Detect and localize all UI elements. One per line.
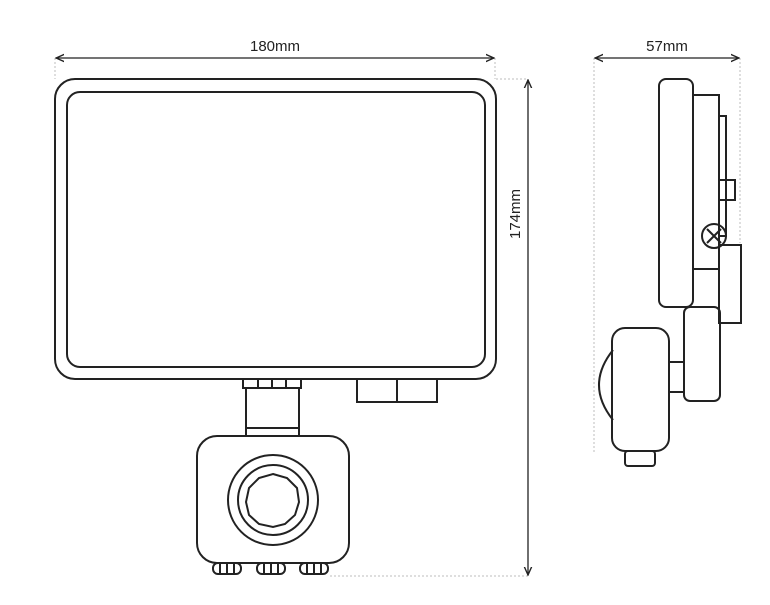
adjustment-knobs	[212, 562, 329, 575]
floodlight-lens	[66, 91, 486, 368]
pir-sensor-module	[196, 435, 350, 564]
floodlight-housing	[54, 78, 497, 380]
junction-box	[356, 378, 438, 403]
side-view	[598, 78, 742, 467]
sensor-inner-ring	[237, 464, 309, 536]
height-label: 174mm	[507, 189, 524, 239]
depth-label: 57mm	[646, 38, 688, 55]
width-label: 180mm	[250, 38, 300, 55]
front-view	[54, 78, 497, 575]
pivot-screw	[701, 223, 727, 249]
mounting-bracket	[242, 378, 302, 437]
side-bracket	[683, 306, 721, 402]
side-sensor-dome	[598, 349, 614, 421]
extension-lines	[54, 58, 741, 577]
sensor-lens	[244, 472, 301, 529]
side-housing	[658, 78, 694, 308]
sensor-outer-ring	[227, 454, 319, 546]
side-sensor-body	[611, 327, 670, 452]
